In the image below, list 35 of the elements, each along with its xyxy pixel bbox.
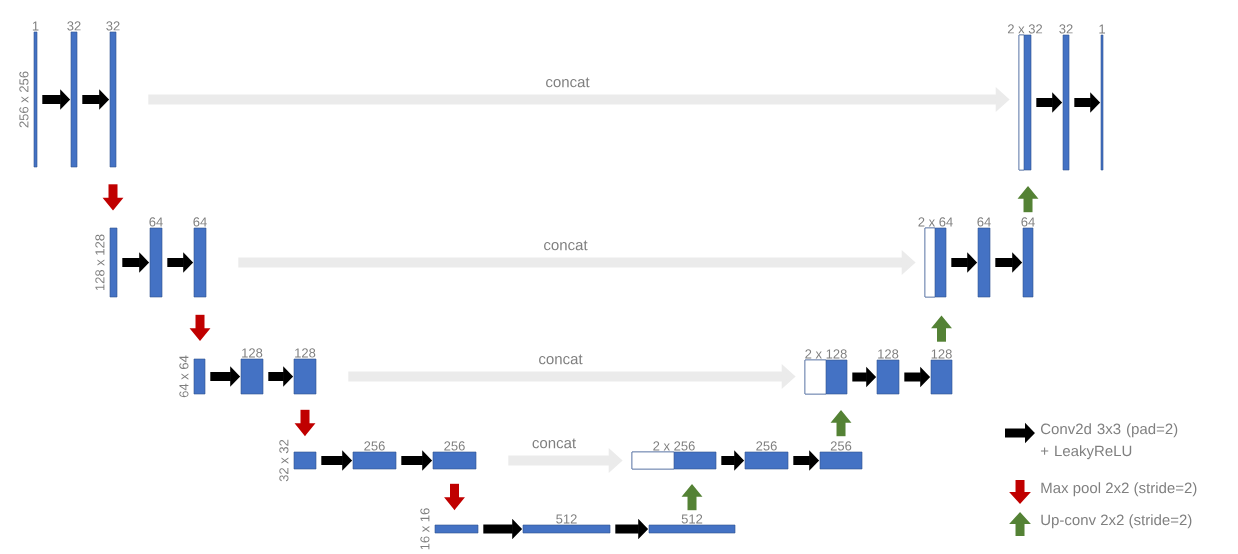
size-label: 256 x 256 [19,71,29,128]
channel-label: 64 [977,217,991,227]
channel-label: 32 [67,21,81,31]
size-label: 128 x 128 [95,234,105,291]
channel-label: 64 [1021,217,1035,227]
channel-label: 256 [444,441,465,451]
edge-label: concat [542,239,589,252]
channel-label: 512 [556,514,577,524]
channel-label: 128 [295,348,316,358]
size-label: 16 x 16 [420,508,430,550]
channel-label: 2 x 256 [653,441,695,451]
edge-label: concat [537,353,584,366]
channel-label: 1 [1099,24,1105,34]
legend-text: Up-conv 2x2 (stride=2) [1041,514,1192,529]
channel-label: 2 x 64 [918,217,953,227]
size-label: 32 x 32 [279,439,289,482]
channel-label: 64 [193,217,207,227]
channel-label: 1 [32,21,39,31]
channel-label: 2 x 32 [1007,24,1043,34]
channel-label: 256 [756,441,777,451]
channel-label: 256 [830,441,852,451]
channel-label: 2 x 128 [805,349,847,359]
legend-text: Max pool 2x2 (stride=2) [1041,482,1197,497]
channel-label: 128 [242,348,263,358]
channel-label: 32 [106,21,120,31]
edge-label: concat [544,76,591,89]
legend-text: Conv2d 3x3 (pad=2) + LeakyReLU [1040,423,1178,460]
channel-label: 512 [681,514,703,524]
channel-label: 128 [931,349,952,359]
channel-label: 256 [364,441,385,451]
edge-label: concat [530,437,578,450]
channel-label: 128 [878,349,899,359]
channel-label: 64 [149,217,163,227]
channel-label: 32 [1059,24,1073,34]
size-label: 64 x 64 [179,355,189,398]
